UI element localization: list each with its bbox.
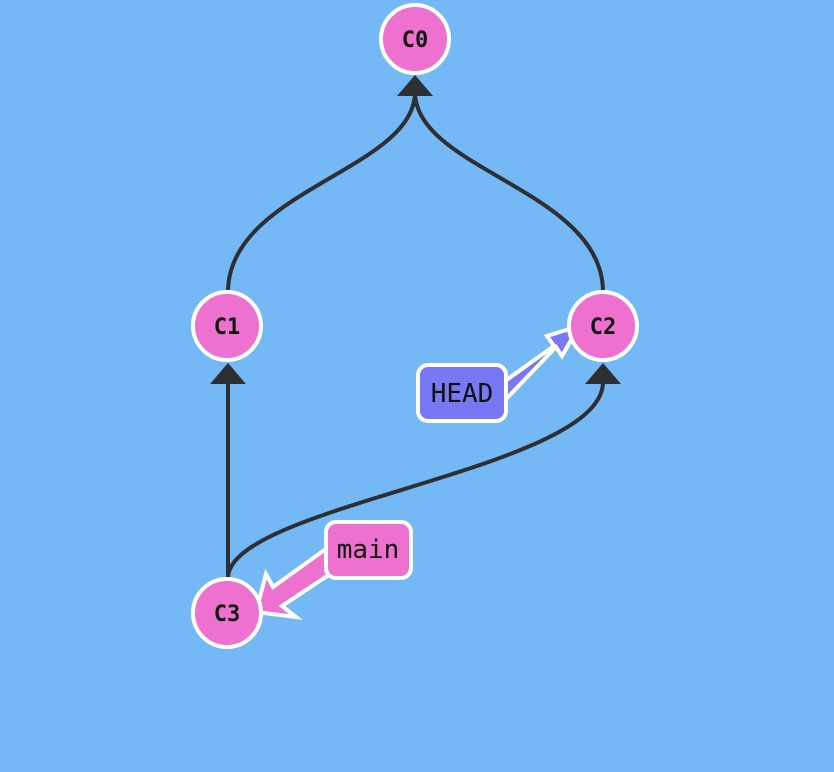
commit-c3-label: C3: [214, 602, 241, 627]
commit-c1-node[interactable]: [191, 290, 263, 362]
commit-c2[interactable]: C2: [567, 290, 639, 362]
arrowheads: [210, 75, 621, 384]
commit-c2-node[interactable]: [567, 290, 639, 362]
commit-c1-label: C1: [214, 315, 241, 340]
head-ref[interactable]: HEAD: [416, 322, 584, 423]
head-ref-box[interactable]: [416, 363, 508, 423]
edge-c1-to-c0: [226, 90, 417, 294]
head-arrow-icon: [495, 322, 584, 402]
edge-c3-to-c2: [226, 380, 605, 580]
commit-c3-node[interactable]: [191, 577, 263, 649]
main-ref-box[interactable]: [324, 520, 413, 580]
commit-c0-label: C0: [402, 28, 429, 53]
commit-c0[interactable]: C0: [379, 3, 451, 75]
arrowhead-c1: [210, 363, 246, 384]
main-branch-ref[interactable]: main: [253, 520, 413, 620]
commit-c0-node[interactable]: [379, 3, 451, 75]
commit-c2-label: C2: [590, 315, 617, 340]
commit-c3[interactable]: C3: [191, 577, 263, 649]
head-ref-label: HEAD: [431, 379, 494, 409]
commit-c1[interactable]: C1: [191, 290, 263, 362]
main-ref-label: main: [337, 535, 400, 565]
arrowhead-c0: [397, 75, 433, 96]
main-arrow-icon: [253, 542, 332, 620]
arrowhead-c2: [585, 363, 621, 384]
edge-c2-to-c0: [413, 90, 605, 294]
edges: [226, 90, 605, 580]
